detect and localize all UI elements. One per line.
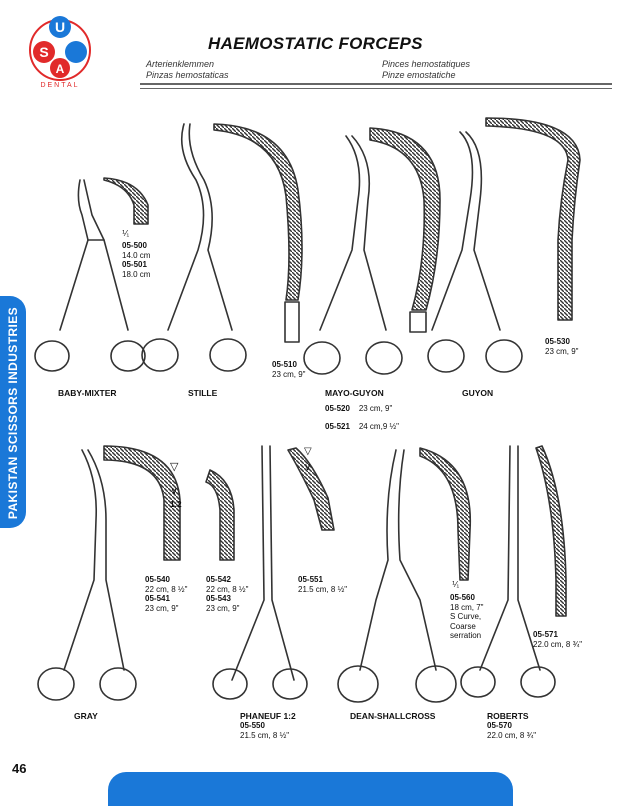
stille-jaw-detail-icon [213,123,303,301]
side-banner-text: PAKISTAN SCISSORS INDUSTRIES [6,306,20,520]
gray-codes-left: 05-540 22 cm, 8 ½" 05-541 23 cm, 9" [145,575,188,613]
phaneuf-forceps-icon [212,445,308,700]
header-divider-2 [140,88,612,89]
phaneuf-tip-icon: ▽ [304,446,312,457]
mayo-guyon-forceps-icon [303,135,403,375]
baby-mixter-jaw-detail-icon [103,177,149,225]
baby-mixter-forceps-icon [34,179,146,372]
svg-text:A: A [55,44,65,60]
phaneuf-codes: PHANEUF 1:2 05-550 21.5 cm, 8 ½" [240,711,296,740]
gray-ratio: 1:2 [170,500,182,509]
footer-bar [108,772,513,806]
phaneuf-tip-icon-2: ∨ [304,462,312,473]
dean-shallcross-forceps-icon [337,449,457,703]
dean-shallcross-ratio: ⅟₁ [452,580,460,589]
svg-text:S: S [39,44,48,60]
header-divider [140,83,612,85]
guyon-name: GUYON [462,388,494,398]
mayo-guyon-jaw-detail-icon [369,127,441,311]
roberts-codes-top: 05-571 22.0 cm, 8 ¾" [533,630,583,649]
subtitle-spanish: Pinzas hemostaticas [146,70,229,80]
baby-mixter-ratio: ⅟₁ [122,229,130,238]
baby-mixter-name: BABY-MIXTER [58,388,117,398]
dean-shallcross-name: DEAN-SHALLCROSS [350,711,436,721]
svg-text:U: U [55,19,65,35]
phaneuf-codes-top: 05-551 21.5 cm, 8 ½" [298,575,348,594]
baby-mixter-codes: 05-500 14.0 cm 05-501 18.0 cm [122,241,151,279]
stille-codes: 05-510 23 cm, 9" [272,360,306,379]
gray-jaw-detail-2-icon [205,469,235,561]
gray-forceps-icon [37,449,137,701]
subtitle-french: Pinces hemostatiques [382,59,471,69]
roberts-codes: ROBERTS 05-570 22.0 cm, 8 ¾" [487,711,537,740]
stille-name: STILLE [188,388,218,398]
guyon-forceps-icon [427,131,523,373]
svg-text:A: A [56,62,65,76]
gray-jaw-detail-icon [103,445,181,561]
stille-forceps-icon [141,123,247,372]
dean-shallcross-codes: 05-560 18 cm, 7" S Curve, Coarse serrati… [450,593,484,640]
page-number: 46 [12,761,27,776]
page-title: HAEMOSTATIC FORCEPS [208,34,423,53]
side-banner [0,296,26,528]
roberts-forceps-icon [460,445,556,698]
gray-codes-right: 05-542 22 cm, 8 ½" 05-543 23 cm, 9" [206,575,249,613]
jaw-shape-icon-2: ∨ [170,485,179,497]
phaneuf-jaw-detail-icon [287,447,335,531]
roberts-jaw-detail-icon [535,445,567,617]
mayo-guyon-codes: MAYO-GUYON 05-520 23 cm, 9" 05-521 24 cm… [325,388,400,431]
gray-name: GRAY [74,711,98,721]
guyon-codes: 05-530 23 cm, 9" [545,337,579,356]
guyon-jaw-detail-icon [485,117,581,321]
subtitle-german: Arterienklemmen [146,59,215,69]
usa-dental-logo: U S A A DENTAL [29,16,91,89]
subtitle-italian: Pinze emostatiche [382,70,456,80]
svg-text:DENTAL: DENTAL [40,82,79,89]
dean-shallcross-jaw-detail-icon [419,447,472,581]
jaw-shape-icon: ▽ [170,461,179,473]
